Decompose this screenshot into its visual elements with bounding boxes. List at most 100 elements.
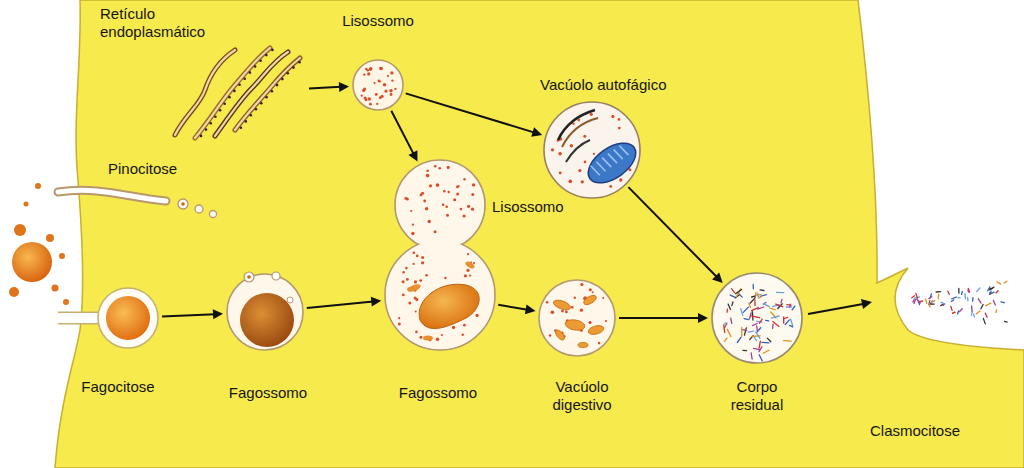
enzyme-dot [580, 309, 583, 312]
residue [781, 299, 782, 302]
organelle-label: Fagossomo [399, 384, 477, 402]
external-particle [14, 224, 26, 236]
residue [978, 299, 981, 303]
residue [724, 325, 725, 333]
pinocytic-vesicle [272, 272, 280, 280]
exocytosis-arrow [808, 304, 863, 314]
residue [952, 297, 957, 299]
residue [749, 303, 751, 307]
enzyme-dot [551, 310, 555, 314]
vesicle-lumen [386, 241, 494, 349]
autophagic-vacuole: Vacúolo autofágico [544, 102, 640, 198]
enzyme-dot [456, 186, 459, 189]
arrowhead [213, 309, 223, 319]
residual-body: Corpo residual [712, 273, 802, 363]
ingested-particle [240, 293, 294, 347]
ribosome [265, 54, 268, 57]
enzyme-dot [384, 90, 387, 93]
residue [771, 316, 779, 318]
pinocytic-vesicle [210, 211, 217, 218]
external-particle [12, 242, 52, 282]
enzyme-dot [593, 153, 595, 155]
external-particle [24, 202, 29, 207]
residue [762, 342, 769, 344]
residue [993, 300, 995, 305]
ribosome [292, 66, 295, 69]
enzyme-dot [447, 166, 450, 169]
membrane-fragment [566, 140, 590, 162]
crista [596, 161, 605, 173]
membrane-fragment [558, 110, 595, 140]
enzyme-dot [421, 261, 424, 264]
ingested-particle [106, 296, 150, 340]
residue [759, 347, 762, 352]
residue [957, 311, 959, 314]
organelle-label: Vacúolo digestivo [537, 378, 627, 414]
residue [737, 337, 741, 342]
ribosome [259, 59, 262, 62]
external-particle [46, 234, 54, 242]
arrowhead [712, 272, 723, 283]
residue [977, 288, 980, 292]
enzyme-dot [376, 103, 378, 105]
enzyme-dot [456, 192, 459, 195]
enzyme-dot [421, 192, 424, 195]
pinocytic-vesicle [178, 199, 188, 209]
residue [743, 307, 748, 312]
particle-fragment [587, 324, 605, 336]
enzyme-dot [419, 279, 422, 282]
exocytosis-arrowhead [861, 299, 872, 309]
enzyme-dot [423, 200, 426, 203]
enzyme-dot [389, 89, 392, 92]
flow-arrow [406, 93, 543, 136]
er-membrane [235, 58, 300, 130]
arrow-line [391, 111, 414, 155]
enzyme-dot [609, 185, 612, 188]
enzyme-dot [466, 269, 469, 272]
autophagic-vacuole-shape [544, 102, 640, 198]
residue [759, 341, 760, 348]
residue [785, 320, 789, 325]
residue [756, 326, 758, 331]
enzyme-dot [565, 311, 568, 314]
enzyme-dot [460, 208, 463, 211]
mitochondrion [581, 135, 642, 191]
particle-fragment [582, 293, 598, 306]
enzyme-dot [471, 208, 474, 211]
enzyme-dot [598, 342, 601, 345]
enzyme-dot [572, 123, 574, 125]
enzyme-dot [574, 297, 576, 299]
enzyme-dot [398, 317, 400, 319]
residue [752, 296, 755, 298]
residue [766, 320, 769, 322]
residue [786, 306, 792, 307]
er-lumen [235, 58, 300, 130]
endoplasmic-reticulum: Retículo endoplasmático [170, 42, 305, 142]
residue [726, 309, 728, 312]
enzyme-dot [571, 306, 574, 309]
enzyme-dot [463, 178, 465, 180]
enzyme-dot [580, 283, 583, 286]
enzyme-dot [467, 205, 470, 208]
enzyme-dot [426, 174, 430, 178]
arrowhead [409, 150, 418, 161]
ribosome [260, 102, 263, 105]
residue [972, 298, 974, 302]
residue [741, 327, 742, 336]
arrow-line [162, 314, 215, 316]
enzyme-dot [426, 169, 429, 172]
enzyme-dot [369, 68, 372, 71]
enzyme-dot [619, 178, 622, 181]
ribosome [228, 96, 231, 99]
residue [764, 304, 770, 307]
enzyme-dot [581, 180, 584, 183]
residue [929, 297, 932, 299]
particle-fragment [423, 336, 433, 341]
ribosome [223, 102, 226, 105]
flow-arrow [628, 187, 722, 283]
residue [951, 300, 954, 302]
ribosome [245, 120, 248, 123]
ribosome [205, 128, 208, 131]
enzyme-dot [618, 127, 621, 130]
